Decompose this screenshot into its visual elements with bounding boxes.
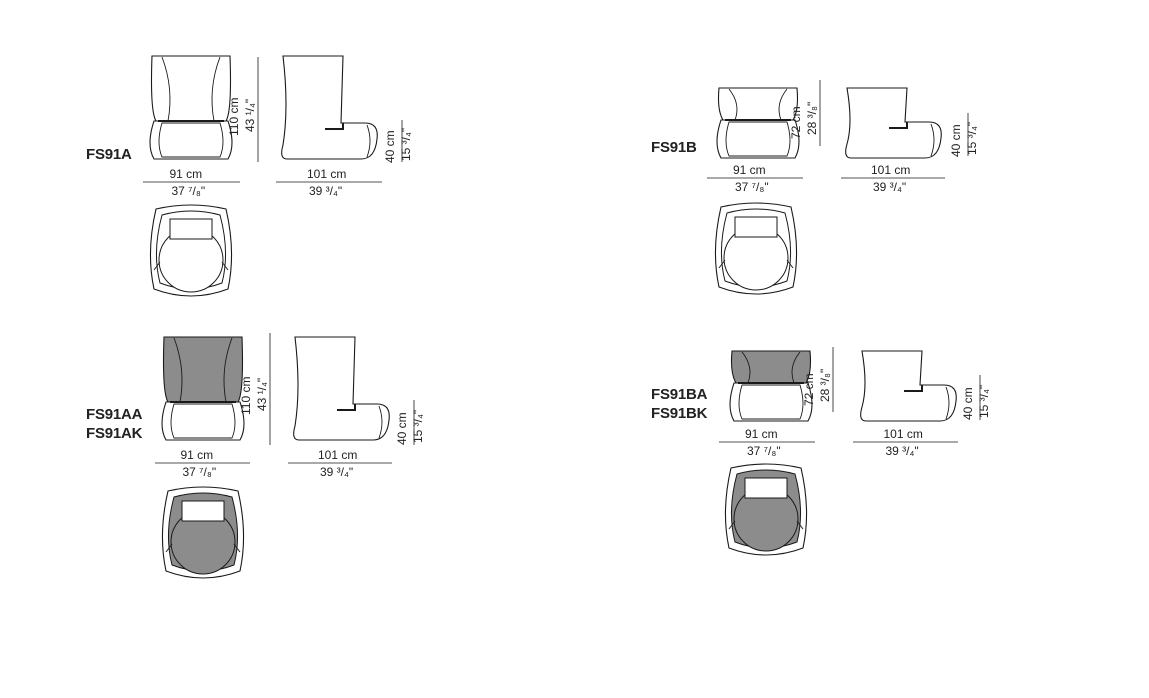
front-width-cm: 91 cm xyxy=(169,167,203,181)
front-seat-cushion xyxy=(738,384,804,420)
front-width-cm: 91 cm xyxy=(733,163,766,177)
front-back-seam xyxy=(223,337,233,403)
side-depth-cm: 101 cm xyxy=(318,448,358,462)
top-arm-line xyxy=(233,543,241,553)
side-profile xyxy=(845,87,942,159)
side-seat-frame xyxy=(904,385,923,392)
front-backrest xyxy=(150,55,232,122)
seat-height-cm: 40 cm xyxy=(395,411,409,445)
top-headrest xyxy=(181,500,225,522)
front-back-seam xyxy=(161,56,171,122)
side-seat-frame xyxy=(337,404,356,411)
seat-height-cm: 40 cm xyxy=(961,386,975,420)
top-arm-line xyxy=(728,520,736,530)
side-depth-in: 39 ³/₄" xyxy=(873,180,907,194)
side-cushion-line xyxy=(366,124,371,158)
front-width-cm: 91 cm xyxy=(180,448,214,462)
front-backrest xyxy=(717,87,799,121)
height-cm: 72 cm xyxy=(789,106,803,139)
side-seat-frame xyxy=(889,122,908,129)
side-cushion-line xyxy=(930,123,935,157)
height-in: 43 ¹/₄" xyxy=(255,377,269,411)
side-depth-in: 39 ³/₄" xyxy=(309,184,343,198)
top-headrest xyxy=(744,477,788,499)
seat-height-in: 15 ³/₄" xyxy=(965,121,979,155)
height-cm: 72 cm xyxy=(802,372,816,406)
side-profile xyxy=(860,350,957,422)
model-label: FS91B xyxy=(651,139,697,156)
seat-height-cm: 40 cm xyxy=(383,130,397,163)
side-seat-frame xyxy=(325,123,344,130)
front-back-seam xyxy=(778,88,788,121)
front-back-seam xyxy=(741,351,751,384)
height-in: 28 ³/₈" xyxy=(818,368,832,402)
height-cm: 110 cm xyxy=(227,97,241,136)
front-back-seam xyxy=(173,337,183,403)
top-headrest xyxy=(734,216,778,238)
front-back-seam xyxy=(211,56,221,122)
side-cushion-line xyxy=(378,405,383,439)
side-depth-cm: 101 cm xyxy=(883,427,923,441)
height-cm: 110 cm xyxy=(239,376,253,415)
side-depth-cm: 101 cm xyxy=(307,167,347,181)
front-width-cm: 91 cm xyxy=(745,427,778,441)
side-depth-in: 39 ³/₄" xyxy=(320,465,354,479)
model-label: FS91AA xyxy=(86,406,143,423)
side-profile xyxy=(293,336,390,441)
height-in: 43 ¹/₄" xyxy=(243,98,257,132)
side-depth-in: 39 ³/₄" xyxy=(885,444,919,458)
top-arm-line xyxy=(718,259,726,269)
seat-height-in: 15 ³/₄" xyxy=(411,409,425,443)
front-back-seam xyxy=(791,351,801,384)
model-label: FS91AK xyxy=(86,425,143,442)
height-in: 28 ³/₈" xyxy=(805,101,819,135)
front-width-in: 37 ⁷/₈" xyxy=(171,184,206,198)
front-seat-cushion xyxy=(725,121,791,157)
seat-height-in: 15 ³/₄" xyxy=(399,127,413,161)
front-back-seam xyxy=(728,88,738,121)
front-seat-cushion xyxy=(158,122,224,158)
front-width-in: 37 ⁷/₈" xyxy=(735,180,769,194)
seat-height-in: 15 ³/₄" xyxy=(977,384,991,418)
side-cushion-line xyxy=(945,386,950,420)
top-arm-line xyxy=(165,543,173,553)
top-arm-line xyxy=(786,259,794,269)
front-width-in: 37 ⁷/₈" xyxy=(747,444,781,458)
front-width-in: 37 ⁷/₈" xyxy=(182,465,217,479)
front-backrest xyxy=(162,336,244,403)
top-headrest xyxy=(169,218,213,240)
model-label: FS91BK xyxy=(651,405,708,422)
side-profile xyxy=(281,55,378,160)
front-backrest xyxy=(730,350,812,384)
seat-height-cm: 40 cm xyxy=(949,123,963,157)
side-depth-cm: 101 cm xyxy=(871,163,911,177)
model-label: FS91A xyxy=(86,146,132,163)
top-arm-line xyxy=(796,520,804,530)
front-seat-cushion xyxy=(170,403,236,439)
top-arm-line xyxy=(221,261,229,271)
model-label: FS91BA xyxy=(651,386,708,403)
top-arm-line xyxy=(153,261,161,271)
